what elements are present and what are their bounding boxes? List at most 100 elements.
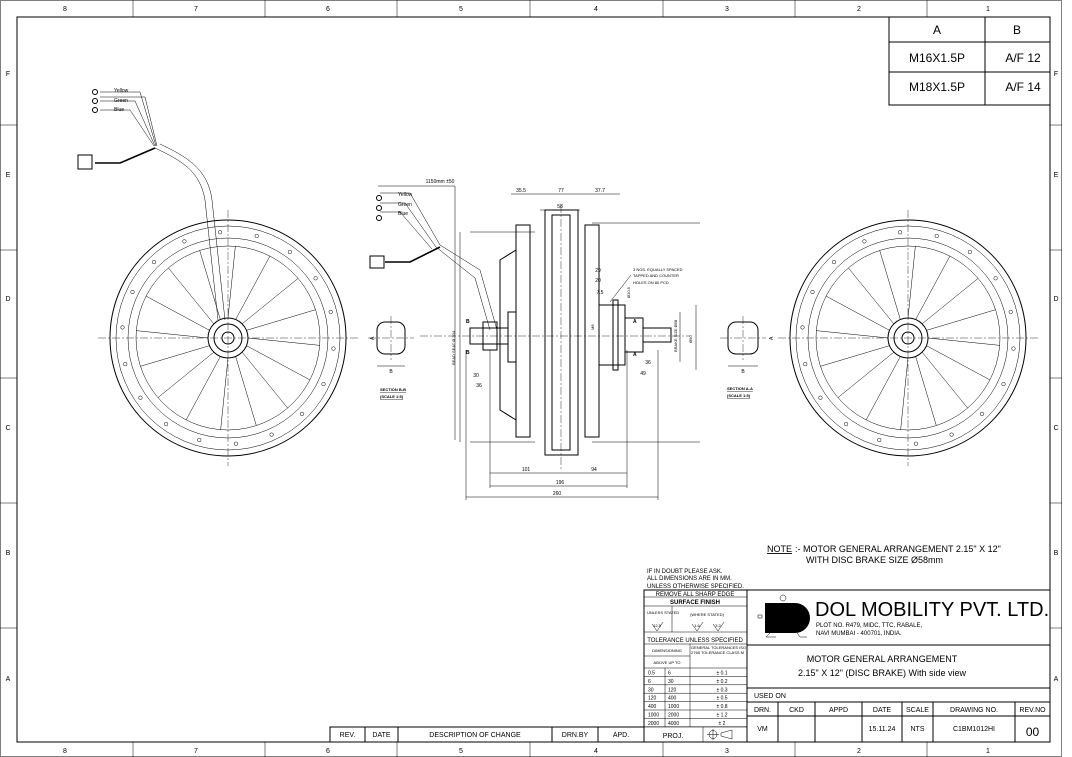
- bolt-icon: [949, 432, 954, 437]
- general-note: ALL DIMENSIONS ARE IN MM.: [647, 576, 732, 582]
- section-dim-b: B: [389, 369, 393, 375]
- bolt-icon: [218, 230, 223, 235]
- table-header-a: A: [933, 23, 941, 37]
- bolt-icon: [120, 325, 125, 330]
- table-cell: M18X1.5P: [909, 80, 965, 94]
- zone-column-label: 4: [594, 6, 598, 13]
- dim-30: 30: [473, 373, 479, 379]
- spoke: [900, 357, 909, 430]
- unless-stated: UNLESS STATED: [647, 610, 679, 615]
- drawing-subtitle: 2.15" X 12" (DISC BRAKE) With side view: [798, 668, 966, 678]
- dim-77: 77: [558, 188, 564, 194]
- wheel-front-view-right: [778, 210, 1038, 466]
- tolerance-value: ± 0.8: [716, 704, 727, 710]
- general-note: IF IN DOUBT PLEASE ASK.: [647, 569, 723, 575]
- title-block-value: C1BM1012HI: [953, 726, 995, 733]
- title-block-header: CKD: [789, 707, 804, 714]
- tolerance-value: ± 0.5: [716, 696, 727, 702]
- bolt-icon: [979, 411, 985, 416]
- dim-36: 36: [645, 360, 651, 366]
- bolt-icon: [810, 289, 815, 295]
- table-header-b: B: [1013, 23, 1021, 37]
- spoke: [235, 255, 271, 320]
- title-block-value: VM: [757, 726, 768, 733]
- tolerance-above: 2000: [648, 721, 659, 727]
- revision-header: APD.: [613, 732, 629, 739]
- section-dim-a: A: [769, 336, 775, 340]
- title-block-header: DRN.: [754, 707, 771, 714]
- zone-row-label: E: [6, 172, 11, 179]
- revision-header: DESCRIPTION OF CHANGE: [429, 732, 521, 739]
- zone-row-label: F: [1054, 71, 1058, 78]
- section-title: SECTION B-B: [380, 387, 406, 392]
- zone-column-label: 7: [194, 6, 198, 13]
- note-label: NOTE: [767, 544, 792, 554]
- hole-note-line: HOLES ON 80 PCD: [633, 280, 669, 285]
- title-block-value: 15.11.24: [869, 726, 896, 733]
- zone-column-label: 3: [725, 748, 729, 755]
- spoke: [825, 295, 890, 331]
- spoke: [848, 267, 895, 325]
- ring-terminal-icon: [376, 195, 382, 201]
- revision-header: DATE: [372, 732, 390, 739]
- section-title: SECTION A-A: [727, 386, 753, 391]
- dim-29: 29: [595, 268, 601, 274]
- connector-icon: [77, 154, 93, 170]
- title-block-header: APPD: [829, 707, 848, 714]
- dim-dia-90: Ø90: [688, 335, 693, 343]
- bolt-icon: [299, 411, 305, 416]
- zone-row-label: E: [1054, 172, 1059, 179]
- zone-row-label: C: [5, 425, 10, 432]
- where-stated: (WHERE STATED): [690, 612, 725, 617]
- bolt-icon: [123, 362, 128, 367]
- zone-column-label: 2: [857, 748, 861, 755]
- title-block-header: SCALE: [906, 707, 929, 714]
- zone-column-label: 8: [63, 6, 67, 13]
- tolerance-up-to: 400: [668, 696, 677, 702]
- spoke: [168, 267, 215, 325]
- bolt-icon: [138, 395, 143, 400]
- spoke: [921, 278, 979, 325]
- wire-label-yellow: Yellow: [398, 192, 413, 198]
- surface-finish-symbol-icon: [651, 621, 725, 632]
- tolerance-block: REMOVE ALL SHARP EDGE SURFACE FINISH UNL…: [643, 589, 748, 743]
- cable-harness-left: Yellow Green Blue: [77, 88, 226, 321]
- tolerance-up-to: 6: [668, 671, 671, 677]
- spoke: [136, 330, 209, 339]
- zone-row-label: A: [1054, 676, 1059, 683]
- bolt-icon: [151, 260, 157, 265]
- bolt-icon: [331, 346, 336, 351]
- drawing-title: MOTOR GENERAL ARRANGEMENT: [807, 654, 958, 664]
- bolt-icon: [233, 441, 238, 446]
- note-line: :- MOTOR GENERAL ARRANGEMENT 2.15" X 12": [795, 544, 1001, 554]
- zone-column-label: 3: [725, 6, 729, 13]
- bolt-icon: [844, 421, 849, 427]
- zone-column-label: 6: [326, 6, 330, 13]
- note-line: WITH DISC BRAKE SIZE Ø58mm: [806, 555, 943, 565]
- tolerance-up-to: 4000: [668, 721, 679, 727]
- bolt-icon: [1011, 346, 1016, 351]
- company-name: DOL MOBILITY PVT. LTD.: [815, 599, 1049, 621]
- spoke: [185, 356, 221, 421]
- wheel-front-view-left: [98, 210, 358, 466]
- bolt-icon: [182, 239, 187, 244]
- spoke: [199, 250, 221, 320]
- tolerance-value: ± 2: [719, 721, 726, 727]
- title-block-header: DATE: [873, 707, 891, 714]
- company-address: PLOT NO. R479, MIDC, TTC, RABALE,: [816, 623, 922, 629]
- general-tolerance-header: GENERAL TOLERANCES ISO 2768 TOLERANCE CL…: [691, 645, 747, 655]
- dim-35-5: 35.5: [516, 188, 526, 194]
- wire-label-green: Green: [398, 202, 412, 208]
- spoke: [921, 351, 968, 409]
- drawing-note: NOTE :- MOTOR GENERAL ARRANGEMENT 2.15" …: [767, 544, 1001, 565]
- dim-37-7: 37.7: [595, 188, 605, 194]
- tolerance-up-to: 2000: [668, 713, 679, 719]
- tolerance-above: 0.5: [648, 671, 655, 677]
- bolt-icon: [803, 362, 808, 367]
- company-address: NAVI MUMBAI - 400701, INDIA.: [816, 631, 902, 637]
- bolt-icon: [831, 260, 837, 265]
- bolt-icon: [130, 289, 135, 295]
- tolerance-value: ± 0.3: [716, 687, 727, 693]
